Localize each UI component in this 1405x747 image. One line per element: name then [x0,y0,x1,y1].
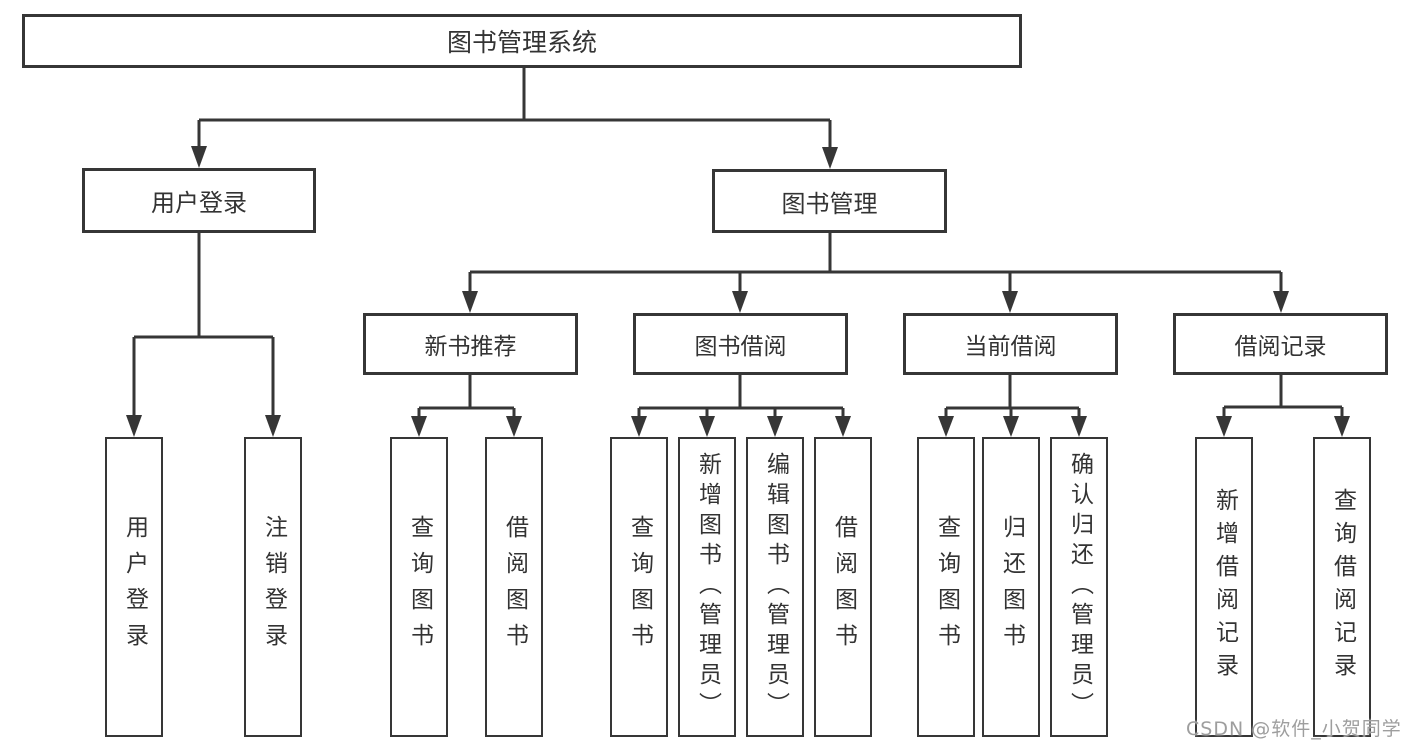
leaf-borrowing-edit-books-admin: 编辑图书（管理员） [746,437,804,737]
connector-book-borrowing-children [631,375,851,437]
leaf-label: 借阅图书 [830,515,857,659]
node-label: 借阅记录 [1234,334,1327,360]
leaf-label: 查询图书 [626,515,653,659]
leaf-label: 查询图书 [933,515,960,659]
node-book-management: 图书管理 [712,169,947,233]
leaf-label: 确认归还（管理员） [1066,452,1093,722]
leaf-label: 编辑图书（管理员） [762,452,789,722]
connector-current-borrowing-children [938,375,1087,437]
node-book-borrowing: 图书借阅 [633,313,848,375]
leaf-label: 注销登录 [260,515,287,659]
node-label: 当前借阅 [964,334,1057,360]
node-root: 图书管理系统 [22,14,1022,68]
node-label: 新书推荐 [424,334,517,360]
leaf-label: 查询借阅记录 [1329,488,1356,686]
node-new-book-recommend: 新书推荐 [363,313,578,375]
node-root-label: 图书管理系统 [446,28,597,57]
leaf-current-query-books: 查询图书 [917,437,975,737]
node-label: 图书借阅 [694,334,787,360]
leaf-records-add-record: 新增借阅记录 [1195,437,1253,737]
connector-new-book-recommend-children [411,375,522,437]
csdn-watermark: CSDN @软件_小贺同学 [1186,718,1402,740]
leaf-label: 查询图书 [406,515,433,659]
leaf-borrowing-query-books: 查询图书 [610,437,668,737]
leaf-borrowing-borrow-books: 借阅图书 [814,437,872,737]
node-user-login: 用户登录 [82,168,316,233]
node-label: 图书管理 [781,189,878,218]
leaf-label: 新增图书（管理员） [694,452,721,722]
leaf-label: 归还图书 [998,515,1025,659]
leaf-label: 新增借阅记录 [1211,488,1238,686]
connector-book-management-children [462,233,1289,313]
leaf-label: 用户登录 [121,515,148,659]
leaf-newbook-borrow-books: 借阅图书 [485,437,543,737]
leaf-logout-login: 注销登录 [244,437,302,737]
connector-user-login-children [126,233,281,437]
leaf-label: 借阅图书 [501,515,528,659]
leaf-user-login: 用户登录 [105,437,163,737]
node-current-borrowing: 当前借阅 [903,313,1118,375]
leaf-newbook-query-books: 查询图书 [390,437,448,737]
connector-borrowing-records-children [1216,375,1350,437]
node-borrowing-records: 借阅记录 [1173,313,1388,375]
leaf-borrowing-add-books-admin: 新增图书（管理员） [678,437,736,737]
leaf-records-query-record: 查询借阅记录 [1313,437,1371,737]
leaf-current-confirm-return-admin: 确认归还（管理员） [1050,437,1108,737]
node-label: 用户登录 [151,189,247,217]
leaf-current-return-books: 归还图书 [982,437,1040,737]
connector-root-to-level2 [191,68,838,169]
